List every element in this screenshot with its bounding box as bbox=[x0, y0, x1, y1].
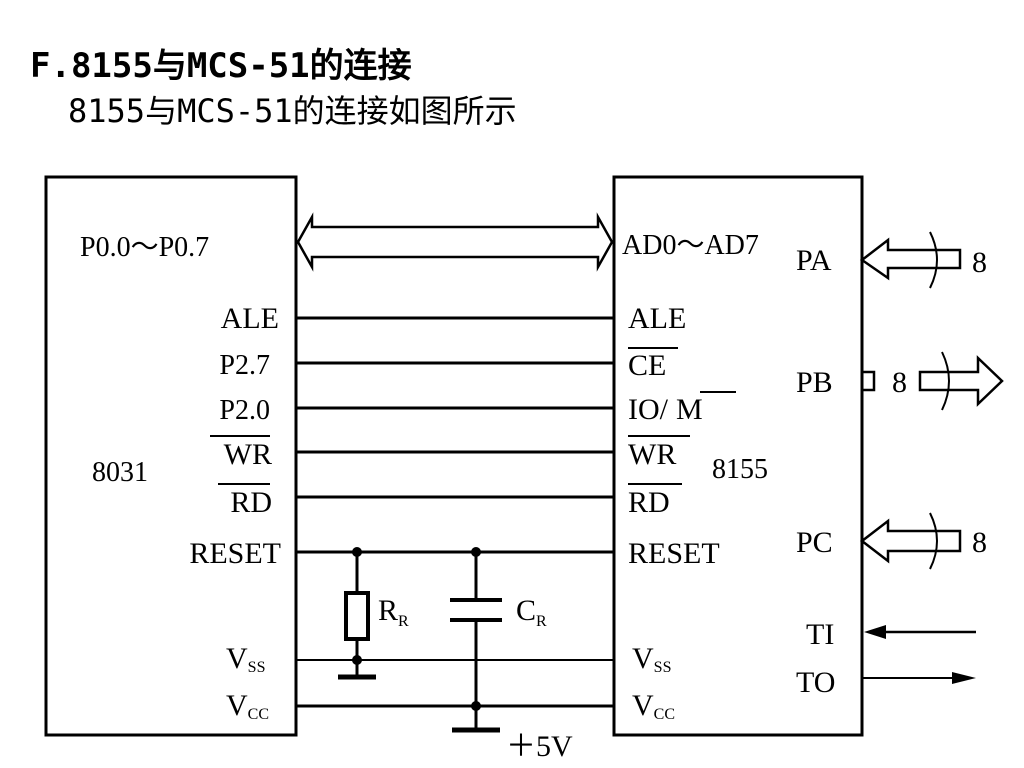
pa-bus-width: 8 bbox=[972, 246, 987, 279]
port-pb-label: PB bbox=[796, 366, 833, 399]
page-title: F.8155与MCS-51的连接 bbox=[30, 46, 412, 86]
data-bus-arrow bbox=[296, 212, 614, 272]
port-pc-label: PC bbox=[796, 526, 833, 559]
pin-wr-label: WR bbox=[224, 438, 272, 471]
pin-rd-label: RD bbox=[230, 486, 272, 519]
pin-ad-label: AD0～AD7 bbox=[622, 230, 759, 261]
reset-capacitor bbox=[450, 547, 502, 733]
pin-ale-label: ALE bbox=[221, 302, 279, 335]
port-pa-label: PA bbox=[796, 244, 832, 277]
pin-reset-label: RESET bbox=[189, 537, 281, 570]
ti-arrow bbox=[864, 625, 976, 639]
chip-8155-name: 8155 bbox=[712, 454, 768, 485]
pin-vcc-right-label: VCC bbox=[632, 689, 675, 723]
pin-ce-label: CE bbox=[628, 349, 666, 382]
page-subtitle: 8155与MCS-51的连接如图所示 bbox=[68, 92, 517, 130]
pin-ale-right-label: ALE bbox=[628, 302, 686, 335]
pin-rd-right-label: RD bbox=[628, 486, 670, 519]
pc-bus-width: 8 bbox=[972, 526, 987, 559]
pin-vcc-label: VCC bbox=[226, 689, 269, 723]
chip-8031-name: 8031 bbox=[92, 457, 148, 488]
to-arrow bbox=[862, 672, 976, 684]
pin-reset-right-label: RESET bbox=[628, 537, 720, 570]
pin-to-label: TO bbox=[796, 666, 835, 699]
pb-bus-arrow bbox=[862, 351, 1004, 411]
resistor-label: RR bbox=[378, 594, 409, 630]
pin-ti-label: TI bbox=[806, 618, 834, 651]
pin-p20-label: P2.0 bbox=[219, 395, 270, 426]
pin-vss-label: VSS bbox=[226, 642, 265, 676]
pa-bus-arrow bbox=[859, 231, 962, 289]
pin-p27-label: P2.7 bbox=[219, 350, 270, 381]
pin-wr-right-label: WR bbox=[628, 438, 676, 471]
pin-iom-label: IO/M bbox=[628, 393, 703, 426]
pc-bus-arrow bbox=[859, 512, 962, 570]
pin-p0-label: P0.0～P0.7 bbox=[80, 232, 209, 263]
chip-8031-body bbox=[44, 175, 298, 737]
capacitor-label: CR bbox=[516, 594, 547, 630]
pb-bus-width: 8 bbox=[892, 366, 907, 399]
chip-8155-body bbox=[612, 175, 864, 737]
reset-resistor bbox=[338, 547, 376, 680]
pin-vss-right-label: VSS bbox=[632, 642, 671, 676]
supply-label: ＋5V bbox=[506, 730, 573, 763]
